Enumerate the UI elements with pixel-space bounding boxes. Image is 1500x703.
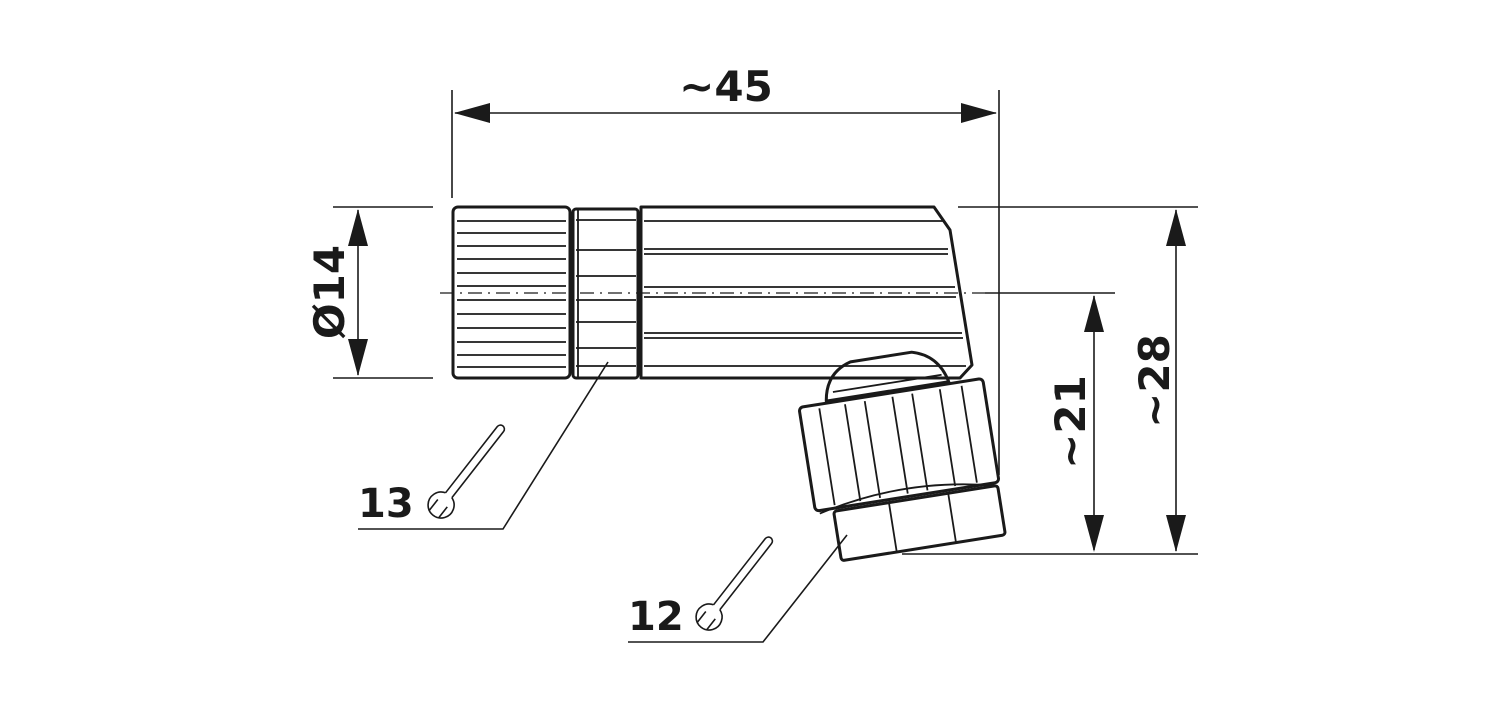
arrow-head [1166,515,1186,552]
callout-12: 12 [628,534,848,643]
outlet-dome [824,350,951,403]
arrow-head [1084,295,1104,332]
diameter-dimension: Ø14 [305,206,433,379]
wrench-icon [695,536,774,631]
connector-body [639,205,974,380]
outlet-knurl [798,377,1001,513]
cable-outlet [798,350,1007,562]
arrow-head [1166,209,1186,246]
length-dimension: ~45 [451,62,1000,475]
hex-outline [571,207,640,380]
diameter-label: Ø14 [305,245,354,339]
height-outer-dimension: ~28 [902,206,1198,555]
arrow-head [961,103,997,123]
hex-section [571,207,640,380]
height-inner-dimension: ~21 [985,292,1115,552]
callout-13: 13 [358,361,609,530]
wrench-size-label: 13 [358,481,414,527]
wrench-size-label: 12 [628,594,684,640]
arrow-head [454,103,490,123]
arrow-head [348,209,368,246]
leader-line [358,361,609,530]
height-inner-label: ~21 [1046,375,1095,469]
body-outline [639,205,974,380]
length-label: ~45 [679,62,773,111]
wrench-icon [427,424,506,519]
coupling-nut [451,205,572,380]
leader-line [628,534,848,643]
outlet-hex [832,484,1007,562]
arrow-head [348,339,368,376]
height-outer-label: ~28 [1130,334,1179,428]
nut-outline [451,205,572,380]
arrow-head [1084,515,1104,552]
